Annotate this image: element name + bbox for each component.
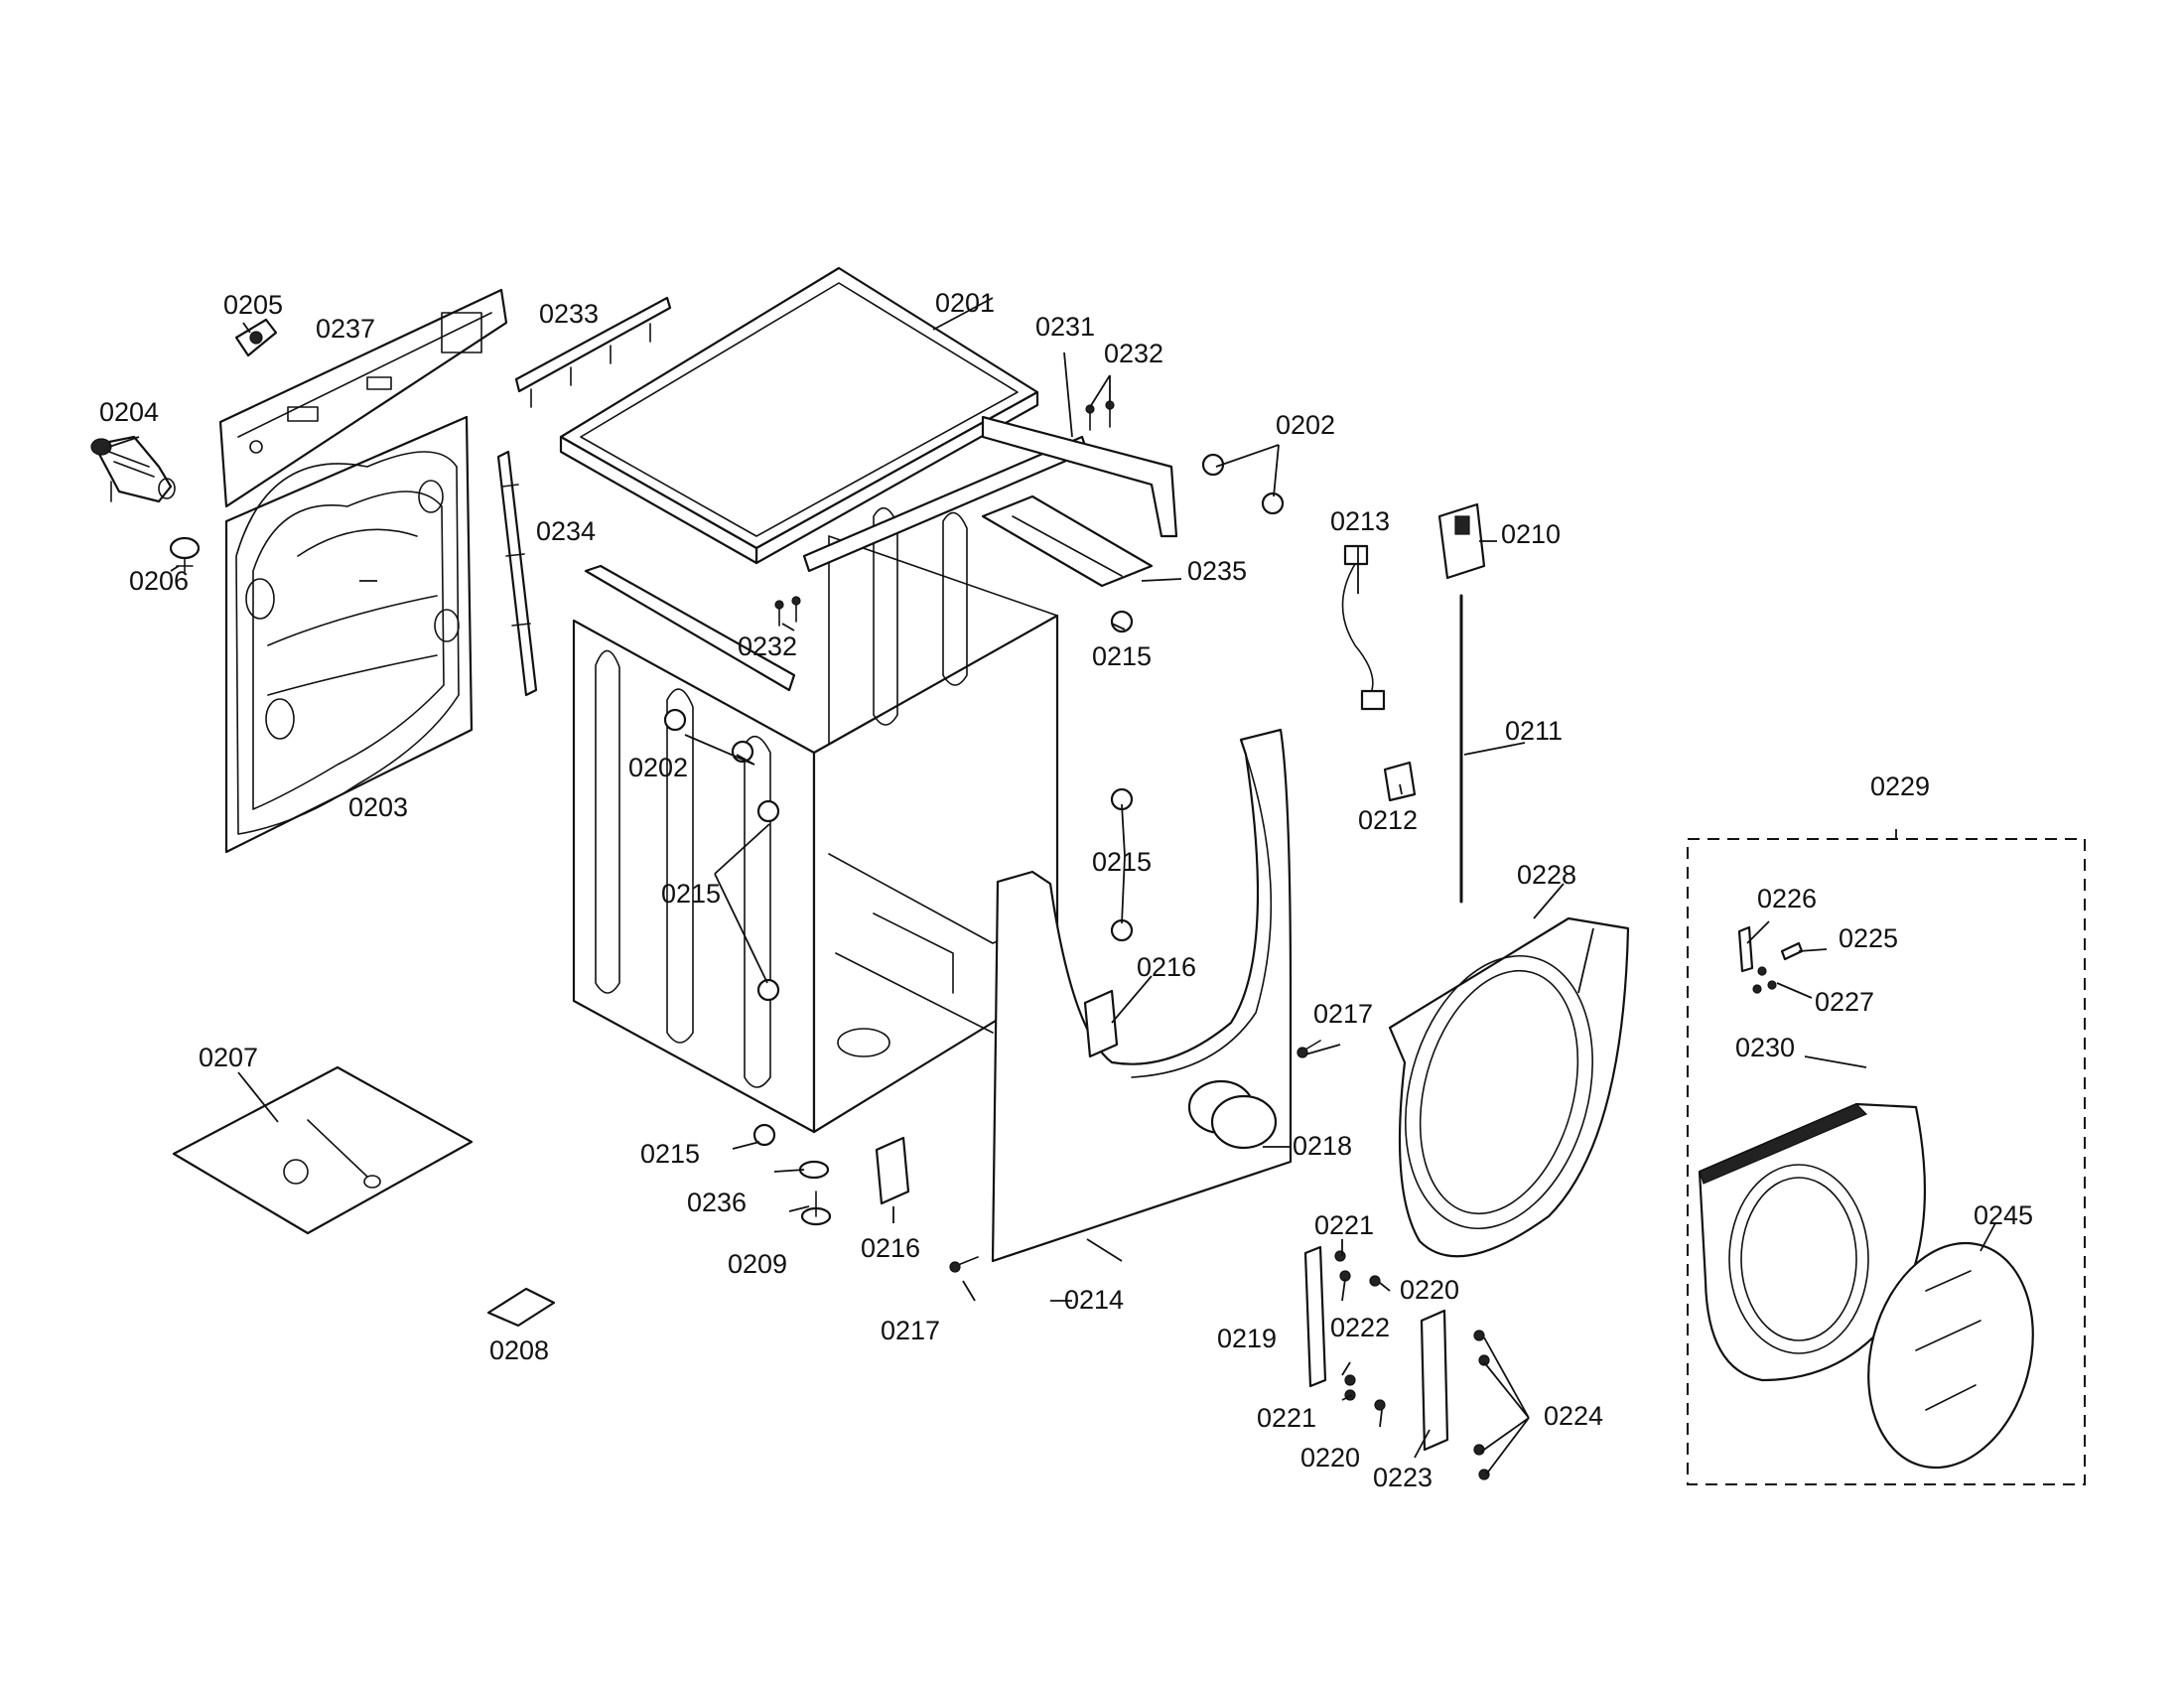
part-0228-door-frame	[1388, 916, 1630, 1258]
label-0221-top: 0221	[1314, 1210, 1374, 1240]
part-0233-rail	[514, 296, 672, 408]
label-0225: 0225	[1839, 923, 1898, 953]
label-0202-left: 0202	[628, 753, 688, 782]
part-0213-wire-harness	[1341, 544, 1386, 711]
part-0232-screws	[774, 400, 1115, 627]
part-0208-clip	[486, 1287, 556, 1328]
part-0202-nuts	[663, 453, 1285, 764]
part-0210-door-lock	[1437, 502, 1486, 580]
part-0201-top-cover	[559, 266, 1039, 565]
label-0231: 0231	[1035, 312, 1095, 342]
label-0220-top: 0220	[1400, 1275, 1459, 1305]
label-0215-left: 0215	[661, 879, 721, 909]
leader-lines	[108, 297, 1996, 1475]
label-0218: 0218	[1293, 1131, 1352, 1161]
label-0245: 0245	[1974, 1200, 2033, 1230]
label-0226: 0226	[1757, 884, 1817, 913]
label-0208: 0208	[489, 1335, 549, 1365]
part-0235-bracket	[981, 494, 1154, 588]
part-0223-cover	[1420, 1309, 1449, 1452]
part-0219-handle	[1303, 1245, 1327, 1388]
part-0207-accessory-bag	[172, 1065, 474, 1235]
label-0215-mid-right: 0215	[1092, 847, 1152, 877]
label-0216-bottom: 0216	[861, 1233, 920, 1263]
part-0245-door-glass	[1867, 1241, 2034, 1470]
label-0228: 0228	[1517, 860, 1576, 890]
label-0227: 0227	[1815, 987, 1874, 1017]
label-0213: 0213	[1330, 506, 1390, 536]
label-0233: 0233	[539, 299, 599, 329]
label-0215-top-right: 0215	[1092, 641, 1152, 671]
label-0222: 0222	[1330, 1313, 1390, 1342]
part-0212-clip	[1383, 761, 1417, 802]
label-0211: 0211	[1505, 716, 1563, 746]
label-0234: 0234	[536, 516, 596, 546]
label-0232-mid: 0232	[738, 632, 797, 661]
part-0226-hinge	[1737, 925, 1754, 973]
label-0219: 0219	[1217, 1324, 1277, 1353]
label-0207: 0207	[199, 1043, 258, 1072]
part-0217-screws	[949, 1040, 1321, 1273]
label-0202-top: 0202	[1276, 410, 1335, 440]
part-0231-top-rail	[802, 415, 1178, 573]
label-0229: 0229	[1870, 772, 1930, 801]
label-0209: 0209	[728, 1249, 787, 1279]
label-0217-bottom: 0217	[881, 1316, 940, 1345]
part-0237-rear-bracket	[218, 288, 508, 508]
label-0232-top: 0232	[1104, 339, 1163, 368]
label-0206: 0206	[129, 566, 189, 596]
part-left-top-rail	[584, 564, 796, 692]
part-0216-hinge-bracket	[875, 989, 1119, 1205]
part-0230-door-ring	[1698, 1102, 1926, 1382]
part-0236-washer	[798, 1160, 830, 1180]
label-0204: 0204	[99, 397, 159, 427]
label-0223: 0223	[1373, 1463, 1433, 1492]
label-0236: 0236	[687, 1188, 747, 1217]
part-0209-leveling-foot	[800, 1191, 832, 1226]
door-assembly-box	[1687, 838, 2086, 1485]
label-0217-right: 0217	[1313, 999, 1373, 1029]
label-0205: 0205	[223, 290, 283, 320]
label-0214: 0214	[1064, 1285, 1124, 1315]
part-0205-bracket	[234, 318, 278, 357]
label-0210: 0210	[1501, 519, 1561, 549]
part-0227-screws	[1752, 966, 1777, 994]
label-0203: 0203	[348, 792, 408, 822]
part-0204-motor	[90, 435, 176, 503]
label-0220-bottom: 0220	[1300, 1443, 1360, 1473]
part-small-screws	[1334, 1250, 1490, 1480]
part-0215-grommets	[752, 610, 1134, 1147]
part-0206-foot	[169, 536, 201, 573]
label-0235: 0235	[1187, 556, 1247, 586]
label-0212: 0212	[1358, 805, 1418, 835]
part-0214-front-panel	[991, 728, 1293, 1263]
label-0201: 0201	[935, 288, 995, 318]
part-0203-back-panel	[224, 415, 474, 854]
label-0230: 0230	[1735, 1033, 1795, 1062]
part-0234-side-rail	[496, 450, 538, 697]
label-0224: 0224	[1544, 1401, 1603, 1431]
label-0216-right: 0216	[1137, 952, 1196, 982]
label-0221-bottom: 0221	[1257, 1403, 1316, 1433]
label-0215-bottom: 0215	[640, 1139, 700, 1169]
label-0237: 0237	[316, 314, 375, 344]
